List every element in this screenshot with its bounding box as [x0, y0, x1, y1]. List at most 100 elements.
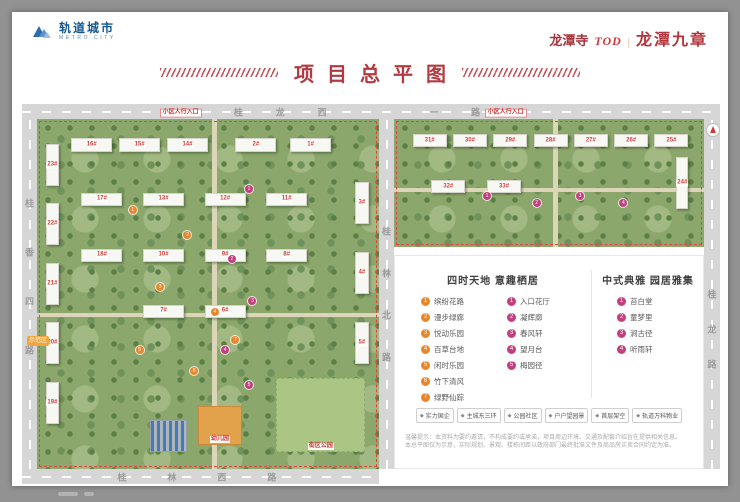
road-name-char: 龙: [275, 107, 285, 117]
building-label: 29#: [504, 137, 517, 145]
building-label: 26#: [625, 137, 638, 145]
building-label: 28#: [544, 137, 557, 145]
building-24#: 24#: [676, 157, 689, 209]
building-16#: 16#: [71, 138, 113, 152]
road-name-char: 林: [381, 268, 392, 279]
badge-label: 实力国企: [425, 414, 450, 420]
road-name-char: 一: [429, 107, 439, 117]
building-label: 33#: [498, 183, 511, 191]
legend-label: 绿野仙踪: [434, 393, 464, 402]
legend-label: 凝辉廊: [520, 313, 543, 322]
feature-badge: ◆轨道万科物业: [632, 408, 683, 423]
building-label: 20#: [46, 339, 59, 347]
title-row: 项目总平图: [12, 58, 728, 87]
badge-label: 首层架空: [601, 414, 626, 420]
building-label: 18#: [95, 251, 108, 259]
legend-number: 3: [421, 329, 430, 338]
legend-number: 7: [421, 393, 430, 402]
building-7#: 7#: [143, 304, 185, 318]
badge-diamond-icon: ◆: [595, 412, 600, 419]
scrollbar-dash[interactable]: [58, 492, 78, 496]
amenity-marker: 3: [156, 283, 165, 291]
road-name-char: 桂: [117, 472, 127, 482]
feature-badge: ◆户户望园景: [544, 408, 589, 423]
amenity-marker: 1: [128, 206, 137, 214]
building-33#: 33#: [487, 180, 522, 194]
badge-diamond-icon: ◆: [507, 412, 512, 419]
feature-badge: ◆首层架空: [591, 408, 630, 423]
landmark-label: 幼儿园: [209, 435, 230, 443]
building-4#: 4#: [355, 252, 369, 294]
building-27#: 27#: [573, 134, 608, 148]
metro-city-logo: 轨道城市 METRO CITY: [30, 21, 116, 41]
legend-right-header: 中式典雅 园居雅集: [602, 276, 694, 287]
building-label: 2#: [251, 141, 261, 149]
entrance-label: 小区人行入口: [484, 108, 527, 118]
road-name-char: 香: [24, 247, 35, 258]
building-23#: 23#: [45, 143, 60, 186]
kindergarten: 幼儿园: [197, 406, 243, 445]
landmark-label: 街区公园: [307, 442, 334, 450]
building-8#: 8#: [266, 248, 308, 262]
road-name-char: 林: [167, 472, 177, 482]
legend-number: 4: [421, 345, 430, 354]
legend-label: 漫步绿廊: [434, 313, 464, 322]
logo-subtitle: METRO CITY: [59, 34, 116, 41]
building-label: 17#: [95, 195, 108, 203]
badge-diamond-icon: ◆: [419, 412, 424, 419]
building-label: 21#: [46, 280, 59, 287]
building-26#: 26#: [614, 134, 649, 148]
building-25#: 25#: [654, 134, 689, 148]
amenity-marker: 3: [576, 191, 584, 200]
demo-zone-tag: 示范区: [27, 336, 50, 346]
disclaimer: 温馨提示：本资料为要约邀请，不构成要约或承诺，项目周边环境、交通及配套介绍旨在提…: [405, 434, 693, 450]
legend-number: 5: [421, 361, 430, 370]
road-guilin-north-road: 桂林北路: [379, 119, 394, 469]
building-29#: 29#: [493, 134, 528, 148]
scrollbar-dash[interactable]: [84, 492, 94, 496]
legend-label: 涧古径: [630, 329, 653, 338]
legend-number: 1: [507, 297, 516, 306]
building-2#: 2#: [235, 138, 277, 152]
poster-page: 轨道城市 METRO CITY 龙潭寺 TOD | 龙潭九章 项目总平图 桂 龙 西…: [12, 12, 728, 486]
road-name-char: 桂: [24, 198, 35, 209]
road-guixiang-4-road: 桂香四路: [22, 119, 37, 469]
building-31#: 31#: [412, 134, 447, 148]
project-brand: 龙潭寺 TOD | 龙潭九章: [549, 26, 708, 50]
building-17#: 17#: [81, 192, 123, 206]
legend-label: 缤纷花路: [434, 297, 464, 306]
building-12#: 12#: [204, 192, 246, 206]
amenity-marker: 5: [135, 346, 144, 354]
title-ornament-left: [160, 68, 278, 77]
building-label: 11#: [280, 195, 293, 203]
logo-name: 轨道城市: [59, 20, 116, 35]
badge-diamond-icon: ◆: [636, 412, 641, 419]
building-label: 6#: [220, 307, 230, 315]
building-15#: 15#: [119, 138, 161, 152]
building-3#: 3#: [355, 182, 369, 224]
compass-icon: [706, 123, 720, 137]
building-label: 1#: [306, 141, 315, 149]
amenity-marker: 5: [245, 381, 254, 389]
badge-label: 主城东三环: [466, 414, 497, 420]
badge-label: 轨道万科物业: [642, 414, 679, 420]
amenity-marker: 6: [190, 367, 199, 375]
title-ornament-right: [462, 68, 580, 77]
building-14#: 14#: [166, 138, 208, 152]
road-name-char: 路: [267, 472, 277, 482]
feature-badge: ◆公园社区: [503, 408, 542, 423]
building-label: 13#: [157, 195, 170, 203]
road-name-char: 西: [317, 107, 327, 117]
